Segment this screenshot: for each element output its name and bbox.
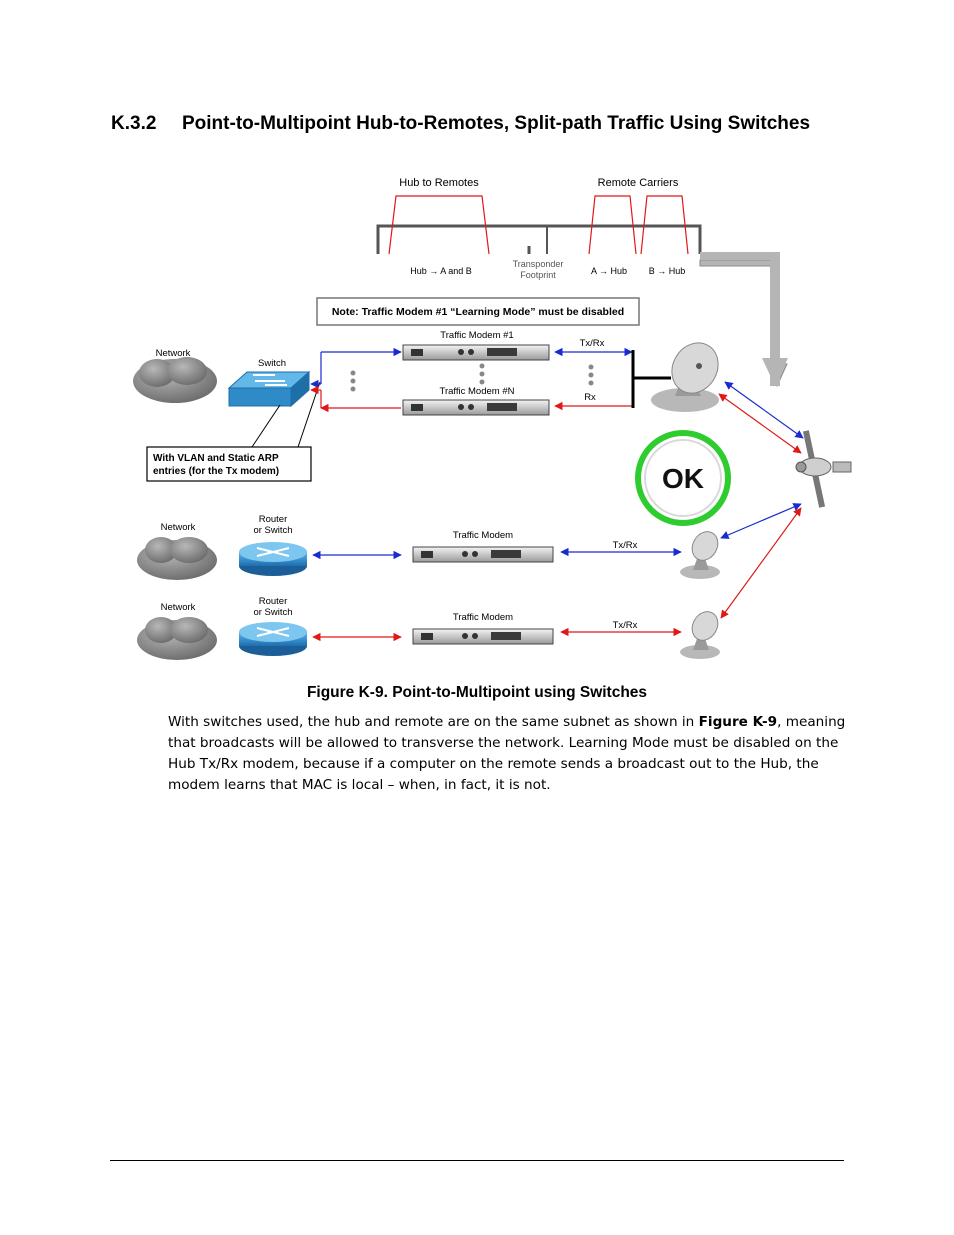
satellite-icon bbox=[795, 430, 852, 508]
ellipsis-dots bbox=[350, 363, 594, 392]
network-cloud-2 bbox=[137, 537, 217, 580]
section-title: Point-to-Multipoint Hub-to-Remotes, Spli… bbox=[182, 113, 811, 134]
network-label-2: Network bbox=[161, 522, 196, 533]
traffic-modem-label-1: Traffic Modem bbox=[453, 530, 513, 541]
network-label-3: Network bbox=[161, 602, 196, 613]
router-1-label-2: or Switch bbox=[253, 525, 292, 536]
modem-1 bbox=[402, 344, 550, 361]
label-transponder: Transponder bbox=[513, 259, 564, 269]
label-a-hub: A → Hub bbox=[591, 266, 627, 276]
network-label-1: Network bbox=[156, 348, 191, 359]
ok-text: OK bbox=[662, 463, 704, 494]
label-hub-a-b: Hub → A and B bbox=[410, 266, 472, 276]
sat-link-remote-a bbox=[720, 503, 802, 539]
traffic-modem-1 bbox=[412, 546, 554, 563]
hub-dish-icon bbox=[651, 342, 719, 412]
sat-link-remote-b bbox=[720, 507, 802, 619]
remote-dish-b-icon bbox=[680, 611, 720, 659]
remote-dish-a-icon bbox=[680, 531, 720, 579]
link-switch-modem-1 bbox=[320, 352, 401, 384]
section-number: K.3.2 bbox=[111, 113, 157, 134]
sat-link-hub-blue bbox=[724, 381, 804, 439]
hub-dish-bus bbox=[631, 350, 671, 408]
callout-line-1: With VLAN and Static ARP bbox=[153, 453, 279, 464]
rx-label: Rx bbox=[584, 392, 596, 403]
router-icon-2 bbox=[239, 622, 307, 656]
network-cloud-1 bbox=[133, 357, 217, 403]
network-cloud-3 bbox=[137, 617, 217, 660]
traffic-modem-2 bbox=[412, 628, 554, 645]
link-switch-modem-n bbox=[321, 390, 401, 408]
paragraph-part-2: , meaning that broadcasts will be allowe… bbox=[168, 714, 846, 793]
label-footprint: Footprint bbox=[520, 270, 556, 280]
paragraph-part-1: With switches used, the hub and remote a… bbox=[168, 714, 699, 730]
txrx-label-1: Tx/Rx bbox=[580, 338, 605, 349]
label-b-hub: B → Hub bbox=[649, 266, 686, 276]
ok-badge bbox=[635, 430, 731, 526]
label-hub-to-remotes: Hub to Remotes bbox=[399, 177, 479, 189]
router-icon-1 bbox=[239, 542, 307, 576]
modem-1-label: Traffic Modem #1 bbox=[440, 330, 513, 341]
figure-caption: Figure K-9. Point-to-Multipoint using Sw… bbox=[306, 684, 648, 701]
router-1-label-1: Router bbox=[259, 514, 288, 525]
footer-rule bbox=[110, 1160, 844, 1161]
switch-icon bbox=[227, 370, 311, 408]
switch-label: Switch bbox=[258, 358, 286, 369]
callout-box bbox=[146, 446, 312, 482]
txrx-label-3: Tx/Rx bbox=[613, 620, 638, 631]
traffic-modem-label-2: Traffic Modem bbox=[453, 612, 513, 623]
transponder-bracket bbox=[376, 224, 702, 254]
carrier-hub bbox=[388, 195, 490, 255]
network-diagram: Hub to Remotes Remote Carriers Hub → A a… bbox=[133, 177, 852, 660]
note-box bbox=[316, 297, 640, 326]
figure-reference-link[interactable]: Figure K-9 bbox=[698, 714, 778, 730]
router-2-label-2: or Switch bbox=[253, 607, 292, 618]
carrier-b bbox=[640, 195, 689, 255]
callout-line-2: entries (for the Tx modem) bbox=[153, 466, 279, 477]
modem-n-label: Traffic Modem #N bbox=[440, 386, 515, 397]
sat-link-hub-red bbox=[718, 393, 802, 454]
body-paragraph: With switches used, the hub and remote a… bbox=[168, 712, 848, 796]
modem-n bbox=[402, 399, 550, 416]
carrier-a bbox=[588, 195, 637, 255]
txrx-label-2: Tx/Rx bbox=[613, 540, 638, 551]
note-text: Note: Traffic Modem #1 “Learning Mode” m… bbox=[332, 306, 624, 318]
label-remote-carriers: Remote Carriers bbox=[598, 177, 679, 189]
router-2-label-1: Router bbox=[259, 596, 288, 607]
